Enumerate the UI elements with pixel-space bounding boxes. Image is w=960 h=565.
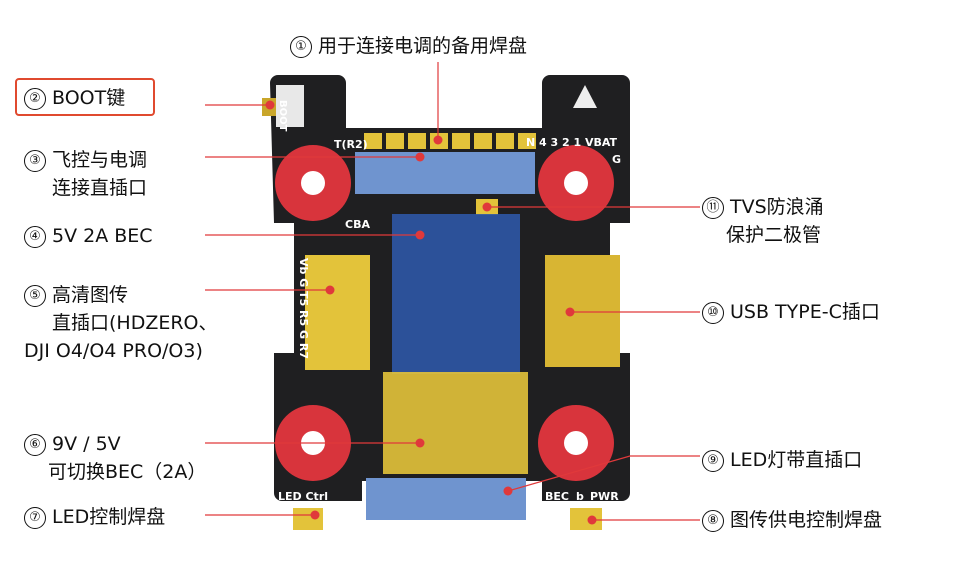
silk-pit: PIT [603,508,614,526]
callout-number: ③ [24,150,46,172]
callout-text: 直插口(HDZERO、 [52,312,218,334]
callout-number: ⑧ [702,510,724,532]
callout-text: LED控制焊盘 [52,506,166,528]
callout-3: ③ 飞控与电调连接直插口 [24,146,147,202]
callout-number: ⑪ [702,197,724,219]
callout-1: ① 用于连接电调的备用焊盘 [290,32,527,60]
silk-tr2: T(R2) [334,138,368,151]
silk-g: G [612,153,621,166]
callout-text: BOOT键 [52,87,126,109]
callout-number: ⑥ [24,434,46,456]
fc-esc-connector [355,152,535,194]
callout-number: ⑦ [24,507,46,529]
silk-led-ctrl: LED Ctrl [278,490,328,503]
vtx-connector [305,255,370,370]
callout-text: LED灯带直插口 [730,449,863,471]
callout-number: ④ [24,226,46,248]
callout-text: 高清图传 [52,284,129,306]
leader-lines [205,62,700,521]
silk-vtx-pins: Vb G T5 R5 G R7 [297,258,310,359]
callout-text: 9V / 5V [52,433,121,455]
callout-4: ④ 5V 2A BEC [24,222,153,250]
callout-11: ⑪ TVS防浪涌保护二极管 [702,193,824,249]
silk-bec: BEC [545,490,569,503]
callout-number: ① [290,36,312,58]
silk-btn: BTN [278,508,289,531]
silk-boot: BOOT [277,100,288,132]
callout-number: ② [24,88,46,110]
bec-5v-area [392,214,520,374]
boot-highlight-box [15,78,155,116]
silk-on: ON [548,515,567,528]
callout-9: ⑨ LED灯带直插口 [702,446,862,474]
led-strip-connector [366,478,526,520]
callout-number: ⑨ [702,450,724,472]
callout-text: 可切换BEC（2A） [48,461,207,483]
callout-text: 保护二极管 [726,224,822,246]
silk-b: b [576,490,584,503]
callout-number: ⑤ [24,285,46,307]
callout-5: ⑤ 高清图传直插口(HDZERO、 DJI O4/O4 PRO/O3) [24,281,218,365]
arrow-marker-icon [573,85,597,108]
callout-8: ⑧ 图传供电控制焊盘 [702,506,882,534]
boot-button [276,85,304,127]
silk-cba: CBA [345,218,370,231]
silk-esc-pins: N 4 3 2 1 VBAT [526,136,618,149]
callout-text: 飞控与电调 [52,149,148,171]
leader-dots [265,100,597,525]
usb-c-port [545,255,620,367]
callout-text: USB TYPE-C插口 [730,301,880,323]
callout-text: DJI O4/O4 PRO/O3) [24,340,203,362]
callout-2: ② BOOT键 [24,84,125,112]
silk-fc: FC [325,515,341,528]
callout-10: ⑩ USB TYPE-C插口 [702,298,880,326]
callout-text: 5V 2A BEC [52,225,153,247]
callout-7: ⑦ LED控制焊盘 [24,503,165,531]
callout-text: 图传供电控制焊盘 [730,509,883,531]
led-control-pad [293,508,323,530]
silk-pwr: PWR [590,490,619,503]
bec-9v-area [383,372,528,474]
callout-text: TVS防浪涌 [730,196,824,218]
callout-number: ⑩ [702,302,724,324]
callout-text: 连接直插口 [52,177,148,199]
callout-text: 用于连接电调的备用焊盘 [318,35,528,57]
callout-6: ⑥ 9V / 5V 可切换BEC（2A） [24,430,206,486]
vtx-power-pad [570,508,602,530]
